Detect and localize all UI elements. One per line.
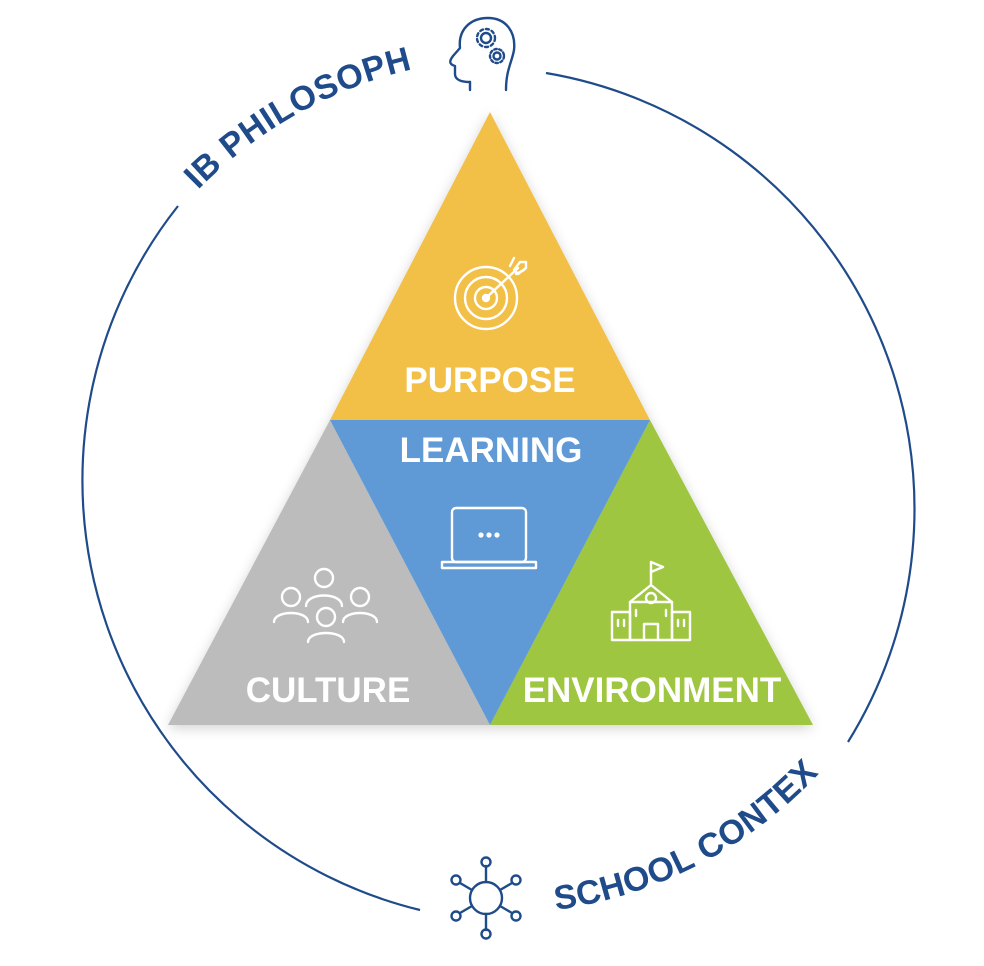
people-group-icon — [272, 567, 379, 644]
ring-arc-right — [545, 71, 916, 743]
head-gears-icon — [449, 16, 516, 92]
school-building-icon — [610, 560, 692, 642]
learning-label: LEARNING — [400, 431, 583, 470]
target-arrow-icon — [453, 256, 528, 331]
culture-label: CULTURE — [246, 671, 411, 710]
environment-label: ENVIRONMENT — [523, 671, 782, 710]
ring-arc-left — [81, 205, 421, 912]
purpose-triangle — [330, 112, 650, 420]
laptop-icon — [440, 506, 538, 570]
ring-top-label: IB PHILOSOPHY — [0, 0, 415, 196]
network-icon — [450, 856, 522, 940]
purpose-label: PURPOSE — [404, 361, 575, 400]
learning-triangle — [330, 420, 650, 725]
culture-triangle — [168, 420, 490, 725]
